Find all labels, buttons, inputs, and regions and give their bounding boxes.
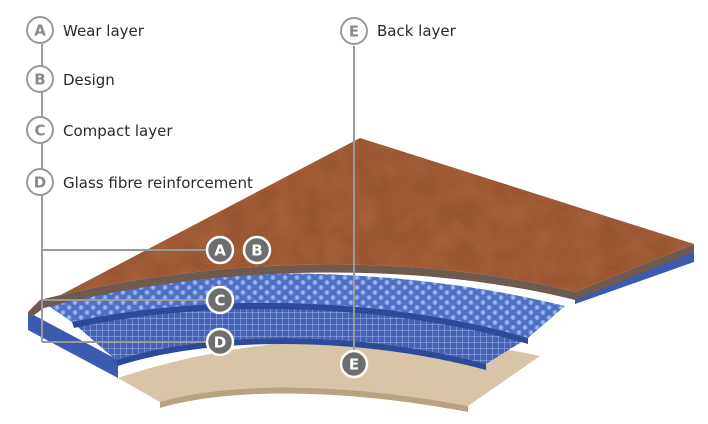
callout-e: E: [339, 349, 369, 379]
legend-label-glass-fibre: Glass fibre reinforcement: [63, 174, 253, 192]
legend-badge-d-letter: D: [34, 174, 46, 192]
leader-lines: [41, 44, 355, 352]
callout-d-letter: D: [214, 334, 226, 352]
wear-layer-right-edge: [575, 244, 694, 300]
legend-item-design: B Design: [26, 65, 115, 93]
legend-label-wear-layer: Wear layer: [63, 22, 145, 40]
legend-badge-e-letter: E: [349, 23, 359, 41]
legend-item-compact-layer: C Compact layer: [26, 116, 173, 144]
legend-badge-b: [26, 65, 54, 93]
slab-left-edge: [28, 312, 118, 378]
legend-label-back-layer: Back layer: [377, 22, 457, 40]
callout-a-letter: A: [214, 242, 226, 260]
legend-badge-a-letter: A: [34, 22, 46, 40]
slab-right-edge: [575, 252, 694, 304]
callout-a: A: [205, 235, 235, 265]
legend-badge-c: [26, 116, 54, 144]
callout-c: C: [205, 285, 235, 315]
legend-badge-a: [26, 16, 54, 44]
compact-layer: [40, 273, 565, 338]
legend-label-design: Design: [63, 71, 115, 89]
wear-layer-edge: [40, 264, 575, 308]
callout-b-letter: B: [251, 242, 262, 260]
legend-badge-e: [340, 17, 368, 45]
callout-d: D: [205, 327, 235, 357]
callout-c-letter: C: [214, 292, 225, 310]
callout-b: B: [242, 235, 272, 265]
legend-item-wear-layer: A Wear layer: [26, 16, 145, 44]
legend-badge-b-letter: B: [34, 71, 45, 89]
legend-item-glass-fibre: D Glass fibre reinforcement: [26, 168, 253, 196]
legend-badge-d: [26, 168, 54, 196]
callout-e-letter: E: [349, 356, 359, 374]
legend-label-compact-layer: Compact layer: [63, 122, 173, 140]
wear-layer-front-edge: [28, 300, 44, 318]
wear-layer-surface: [28, 138, 694, 312]
legend-item-back-layer: E Back layer: [340, 17, 457, 45]
back-layer-edge: [160, 387, 468, 412]
legend-badge-c-letter: C: [34, 122, 45, 140]
